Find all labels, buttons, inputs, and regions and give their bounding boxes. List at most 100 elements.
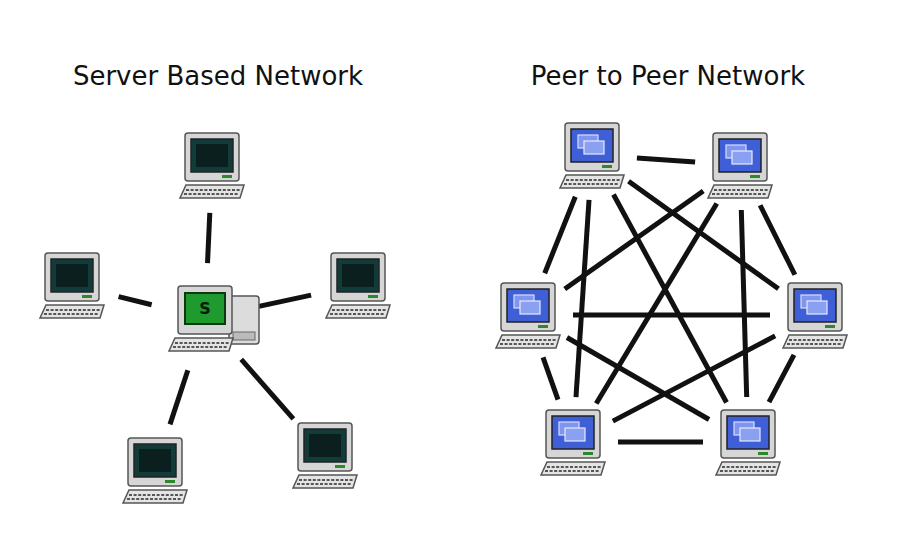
monitor-case <box>713 133 767 181</box>
key <box>175 342 178 344</box>
key <box>299 479 302 481</box>
key <box>824 343 827 345</box>
key <box>530 339 533 341</box>
peer-computer <box>783 283 847 348</box>
key <box>737 189 740 191</box>
key <box>302 483 305 485</box>
key <box>794 339 797 341</box>
monitor-screen <box>794 289 836 322</box>
key <box>51 309 54 311</box>
key <box>184 342 187 344</box>
peer-computer <box>496 283 560 348</box>
key <box>559 470 562 472</box>
window-icon <box>565 428 585 441</box>
key <box>543 339 546 341</box>
key <box>343 483 346 485</box>
key <box>193 342 196 344</box>
key <box>748 470 751 472</box>
key <box>594 179 597 181</box>
power-light <box>602 165 612 168</box>
key <box>87 309 90 311</box>
key <box>807 339 810 341</box>
key <box>589 179 592 181</box>
key <box>200 189 203 191</box>
power-light <box>82 295 92 298</box>
key <box>355 309 358 311</box>
key <box>381 313 384 315</box>
power-light <box>165 480 175 483</box>
key <box>744 193 747 195</box>
key <box>317 479 320 481</box>
key <box>729 470 732 472</box>
power-light <box>335 465 345 468</box>
key <box>304 479 307 481</box>
window-icon <box>520 301 540 314</box>
key <box>378 309 381 311</box>
key <box>353 313 356 315</box>
key <box>732 189 735 191</box>
keyboard <box>326 305 390 318</box>
screen-shade <box>342 264 374 287</box>
key <box>575 179 578 181</box>
network-cable <box>576 200 589 397</box>
key <box>551 343 554 345</box>
key <box>164 498 167 500</box>
key <box>766 470 769 472</box>
key <box>840 339 843 341</box>
key <box>765 189 768 191</box>
key <box>546 343 549 345</box>
key <box>573 470 576 472</box>
key <box>812 339 815 341</box>
key <box>598 179 601 181</box>
key <box>341 309 344 311</box>
key <box>743 470 746 472</box>
key <box>578 183 581 185</box>
key <box>221 193 224 195</box>
key <box>58 313 61 315</box>
key <box>796 343 799 345</box>
network-cable <box>760 205 795 275</box>
key <box>308 479 311 481</box>
key <box>226 342 229 344</box>
key <box>801 343 804 345</box>
key <box>720 470 723 472</box>
key <box>132 498 135 500</box>
keyboard <box>560 175 624 188</box>
key <box>127 498 130 500</box>
key <box>189 342 192 344</box>
key <box>92 309 95 311</box>
key <box>571 179 574 181</box>
key <box>771 470 774 472</box>
client-computer <box>293 423 357 488</box>
monitor-case <box>721 410 775 458</box>
key <box>740 193 743 195</box>
key <box>184 193 187 195</box>
key <box>138 494 141 496</box>
key <box>726 193 729 195</box>
keyboard <box>180 185 244 198</box>
key <box>753 193 756 195</box>
key <box>755 189 758 191</box>
key <box>49 313 52 315</box>
key <box>525 339 528 341</box>
network-cable <box>637 158 695 162</box>
key <box>173 498 176 500</box>
key <box>62 313 65 315</box>
key <box>297 483 300 485</box>
key <box>735 193 738 195</box>
power-light <box>583 452 593 455</box>
key <box>828 343 831 345</box>
key <box>193 193 196 195</box>
key <box>760 189 763 191</box>
key <box>67 313 70 315</box>
key <box>69 309 72 311</box>
key <box>223 189 226 191</box>
key <box>232 189 235 191</box>
key <box>742 189 745 191</box>
key <box>568 470 571 472</box>
peer-computer <box>541 410 605 475</box>
key <box>617 179 620 181</box>
window-icon <box>732 151 752 164</box>
key <box>344 313 347 315</box>
key <box>552 466 555 468</box>
